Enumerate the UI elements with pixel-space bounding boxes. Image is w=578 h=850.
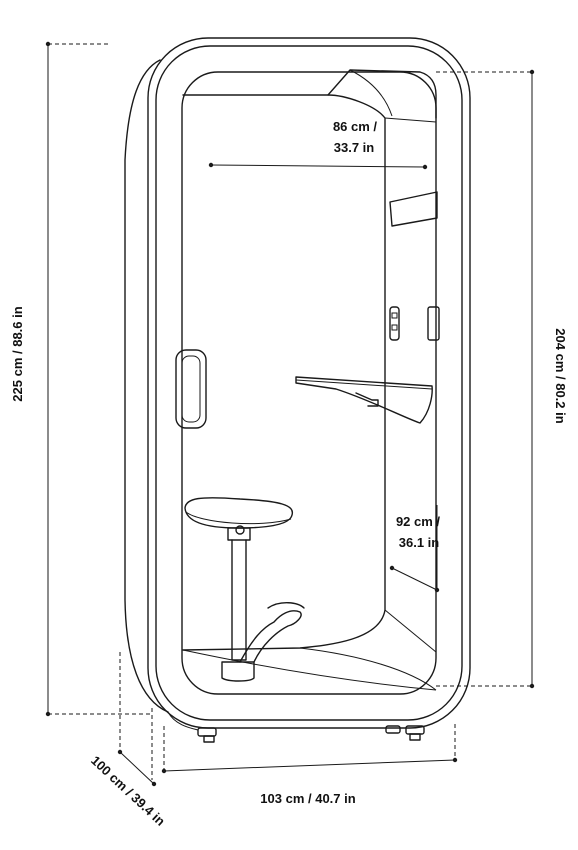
label-total-height: 225 cm / 88.6 in (10, 306, 25, 401)
label-interior-width-line2: 33.7 in (334, 140, 375, 155)
label-depth: 100 cm / 39.4 in (88, 753, 168, 829)
dimension-depth (117, 652, 157, 787)
dimension-table-height (389, 505, 440, 593)
booth-feet (167, 711, 425, 743)
booth-interior (175, 69, 440, 691)
dimension-total-height (45, 41, 152, 717)
dimension-interior-width (208, 162, 428, 170)
dimension-interior-height (436, 69, 535, 689)
label-table-height-line1: 92 cm / (396, 514, 440, 529)
label-interior-width-line1: 86 cm / (333, 119, 377, 134)
dimension-width (161, 724, 458, 774)
label-width: 103 cm / 40.7 in (260, 791, 355, 806)
label-table-height-line2: 36.1 in (399, 535, 440, 550)
label-interior-height: 204 cm / 80.2 in (553, 328, 568, 423)
